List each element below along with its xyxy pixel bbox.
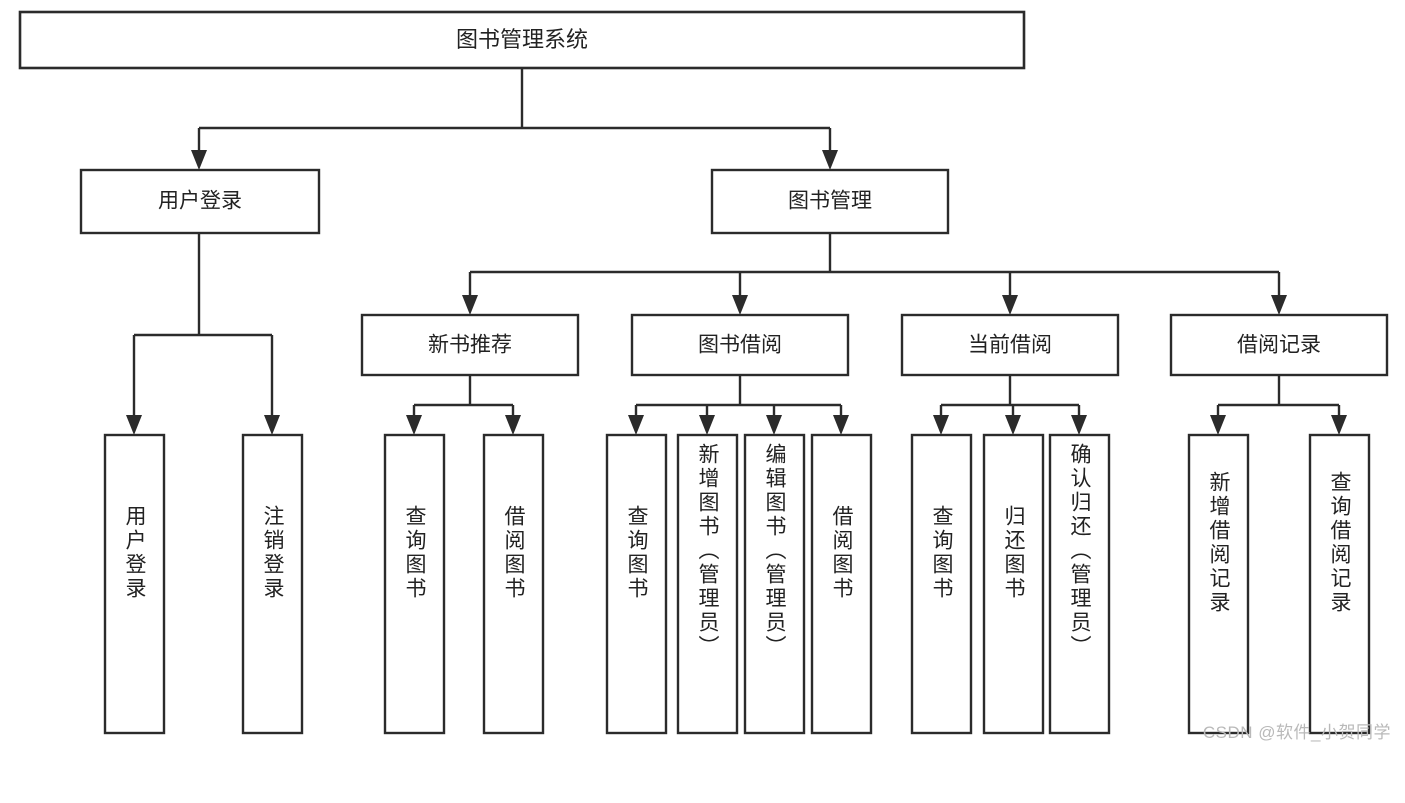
csdn-watermark: CSDN @软件_小贺同学 xyxy=(1202,723,1391,742)
arrow-head-book-borrow xyxy=(732,295,748,315)
arrow-head-user-login xyxy=(191,150,207,170)
arrow-head-leaf-query-record xyxy=(1331,415,1347,435)
arrow-head-leaf-borrow-book-1 xyxy=(505,415,521,435)
arrow-head-leaf-add-book xyxy=(699,415,715,435)
leaf-box-borrow-book-2[interactable] xyxy=(810,433,873,735)
connector-group-root-to-level2 xyxy=(191,68,838,170)
node-user-login-label: 用户登录 xyxy=(158,190,242,213)
diagram-canvas: 图书管理系统 用户登录 图书管理 新书推荐 图书借阅 当前借阅 借阅记录 xyxy=(18,10,1391,742)
node-book-manage-box[interactable] xyxy=(710,168,950,235)
leaf-box-query-record[interactable] xyxy=(1308,433,1371,735)
node-user-login-box[interactable] xyxy=(79,168,321,235)
node-book-borrow-label: 图书借阅 xyxy=(698,334,782,357)
arrow-head-book-manage xyxy=(822,150,838,170)
leaf-box-return-book[interactable] xyxy=(982,433,1045,735)
node-book-manage-label: 图书管理 xyxy=(788,190,872,213)
arrow-head-new-book-recommend xyxy=(462,295,478,315)
node-borrow-record-box[interactable] xyxy=(1169,313,1389,377)
node-borrow-record-label: 借阅记录 xyxy=(1237,334,1321,357)
node-new-book-recommend-box[interactable] xyxy=(360,313,580,377)
arrow-head-leaf-query-book-3 xyxy=(933,415,949,435)
leaf-box-group xyxy=(103,433,1371,735)
connector-group-new-book-recommend-to-leaves xyxy=(406,375,521,435)
node-book-manage[interactable]: 图书管理 xyxy=(710,168,950,235)
arrow-head-leaf-edit-book xyxy=(766,415,782,435)
leaf-box-query-book-1[interactable] xyxy=(383,433,446,735)
node-current-borrow-label: 当前借阅 xyxy=(968,334,1052,357)
node-current-borrow-box[interactable] xyxy=(900,313,1120,377)
node-current-borrow[interactable]: 当前借阅 xyxy=(900,313,1120,377)
arrow-head-current-borrow xyxy=(1002,295,1018,315)
node-new-book-recommend[interactable]: 新书推荐 xyxy=(360,313,580,377)
arrow-head-leaf-return-book xyxy=(1005,415,1021,435)
leaf-box-add-record[interactable] xyxy=(1187,433,1250,735)
arrow-head-leaf-logout xyxy=(264,415,280,435)
leaf-box-borrow-book-1[interactable] xyxy=(482,433,545,735)
node-root-box[interactable] xyxy=(18,10,1026,70)
arrow-head-leaf-query-book-2 xyxy=(628,415,644,435)
arrow-head-leaf-add-record xyxy=(1210,415,1226,435)
arrow-head-leaf-confirm-return xyxy=(1071,415,1087,435)
node-root[interactable]: 图书管理系统 xyxy=(18,10,1026,70)
node-book-borrow[interactable]: 图书借阅 xyxy=(630,313,850,377)
leaf-box-query-book-2[interactable] xyxy=(605,433,668,735)
leaf-box-add-book[interactable] xyxy=(676,433,739,735)
arrow-head-leaf-query-book-1 xyxy=(406,415,422,435)
node-new-book-recommend-label: 新书推荐 xyxy=(428,334,512,357)
leaf-box-user-login[interactable] xyxy=(103,433,166,735)
arrow-head-leaf-borrow-book-2 xyxy=(833,415,849,435)
connector-group-borrow-record-to-leaves xyxy=(1210,375,1347,435)
connector-group-user-login-to-leaves xyxy=(126,233,280,435)
node-user-login[interactable]: 用户登录 xyxy=(79,168,321,235)
connector-group-book-manage-to-level3 xyxy=(462,233,1287,315)
arrow-head-borrow-record xyxy=(1271,295,1287,315)
connector-group-current-borrow-to-leaves xyxy=(933,375,1087,435)
node-borrow-record[interactable]: 借阅记录 xyxy=(1169,313,1389,377)
leaf-box-confirm-return[interactable] xyxy=(1048,433,1111,735)
leaf-box-logout[interactable] xyxy=(241,433,304,735)
node-root-label: 图书管理系统 xyxy=(456,27,588,52)
tree-diagram-svg: 图书管理系统 用户登录 图书管理 新书推荐 图书借阅 当前借阅 借阅记录 xyxy=(18,10,1389,735)
leaf-box-edit-book[interactable] xyxy=(743,433,806,735)
connector-group-book-borrow-to-leaves xyxy=(628,375,849,435)
node-book-borrow-box[interactable] xyxy=(630,313,850,377)
arrow-head-leaf-user-login xyxy=(126,415,142,435)
leaf-box-query-book-3[interactable] xyxy=(910,433,973,735)
